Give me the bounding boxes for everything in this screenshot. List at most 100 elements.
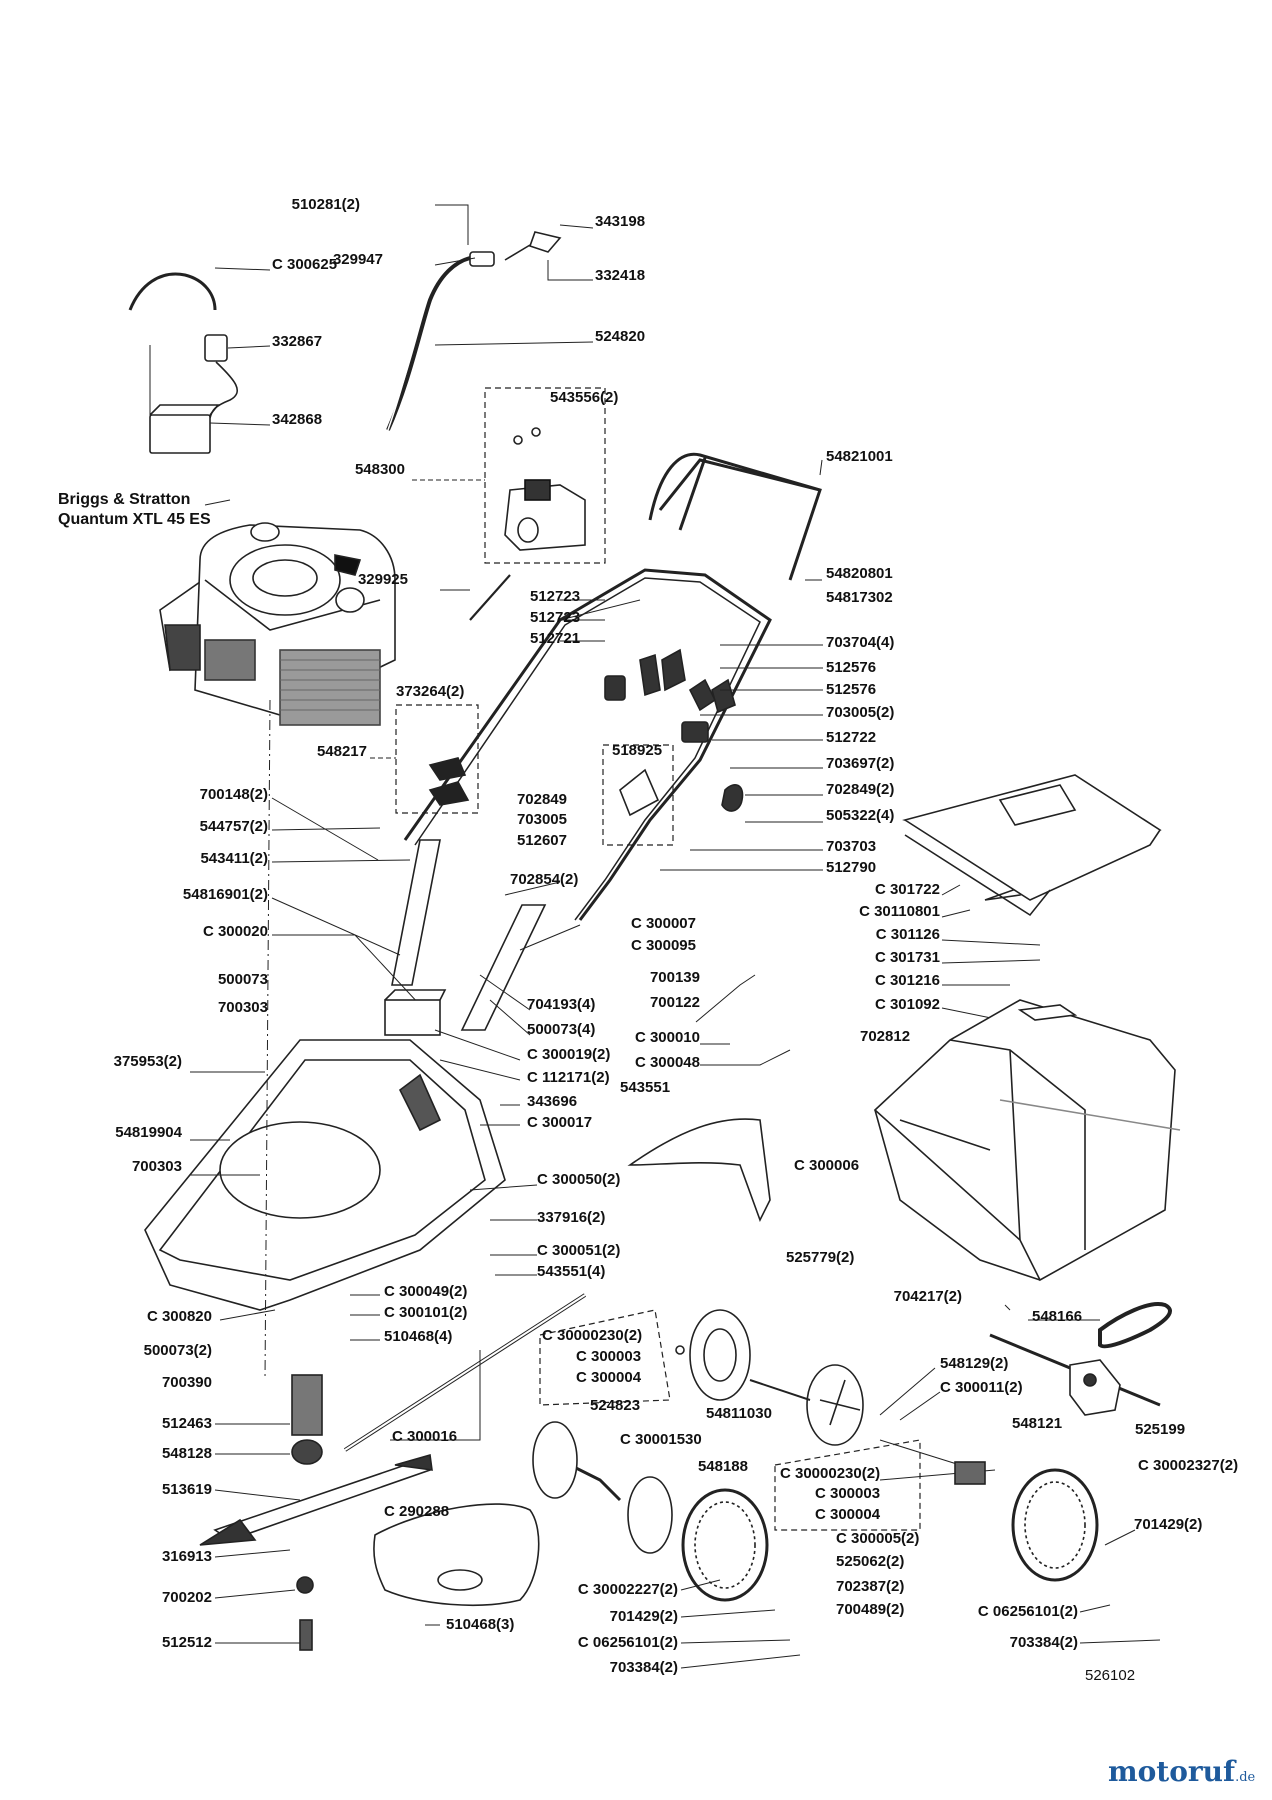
part-label-lc30002327: C 30002327(2): [1138, 1457, 1239, 1474]
catcher-lid: [902, 774, 1162, 917]
part-label-lc301126: C 301126: [875, 926, 940, 943]
part-label-l500073c: 500073(2): [143, 1342, 212, 1359]
part-label-l702849a: 702849: [516, 791, 567, 808]
part-label-l512722: 512722: [826, 729, 877, 746]
part-label-l54820801: 54820801: [826, 565, 893, 582]
part-label-l343696: 343696: [527, 1093, 578, 1110]
part-label-lc300010: C 300010: [634, 1029, 700, 1046]
part-label-l700303a: 700303: [217, 999, 268, 1016]
part-label-l703697: 703697(2): [826, 755, 895, 772]
part-label-l704217: 704217(2): [893, 1288, 962, 1305]
brand-suffix: .de: [1235, 1770, 1256, 1785]
part-label-l700122: 700122: [649, 994, 700, 1011]
cable-clip: [469, 251, 495, 267]
part-label-lc290288: C 290288: [384, 1503, 450, 1520]
part-label-lc300020: C 300020: [202, 923, 268, 940]
part-label-lc300019: C 300019(2): [527, 1046, 611, 1063]
part-label-l543551b: 543551(4): [537, 1263, 606, 1280]
part-label-lc300049: C 300049(2): [384, 1283, 468, 1300]
part-label-l548129: 548129(2): [940, 1355, 1009, 1372]
v-belt: [1098, 1302, 1172, 1349]
spring: [128, 272, 217, 311]
part-label-l543551a: 543551: [620, 1079, 671, 1096]
bracket-box: [602, 744, 674, 846]
part-label-l700202: 700202: [161, 1589, 212, 1606]
part-label-l342868: 342868: [272, 411, 323, 428]
part-label-l510281: 510281(2): [291, 196, 360, 213]
part-label-l548300: 548300: [354, 461, 405, 478]
part-label-lc300005: C 300005(2): [836, 1530, 920, 1547]
engine-title: Briggs & Stratton Quantum XTL 45 ES: [58, 490, 211, 530]
washer-group-box: [539, 1309, 671, 1406]
lower-handle-left: [391, 839, 441, 986]
control-bracket: [504, 427, 586, 551]
part-label-l525062: 525062(2): [836, 1553, 905, 1570]
part-label-l702849b: 702849(2): [826, 781, 895, 798]
part-label-lc300050: C 300050(2): [537, 1171, 621, 1188]
part-label-l703005a: 703005(2): [826, 704, 895, 721]
part-label-l548128: 548128: [161, 1445, 212, 1462]
part-label-l510468b: 510468(3): [446, 1616, 515, 1633]
clip-box: [395, 704, 479, 814]
part-label-l544757: 544757(2): [199, 818, 268, 835]
rear-wheel-left: [681, 1488, 769, 1602]
part-label-lc30000230b: C 30000230(2): [780, 1465, 881, 1482]
part-label-l703005b: 703005: [516, 811, 567, 828]
part-label-lc300017: C 300017: [527, 1114, 593, 1131]
part-label-l512576b: 512576: [826, 681, 877, 698]
part-label-l700139: 700139: [649, 969, 700, 986]
part-label-lc300820: C 300820: [146, 1308, 212, 1325]
part-label-l512790: 512790: [826, 859, 877, 876]
part-label-lc300016: C 300016: [392, 1428, 458, 1445]
lower-handle-right: [460, 904, 547, 1031]
part-label-l700303b: 700303: [131, 1158, 182, 1175]
part-label-l703704: 703704(4): [826, 634, 895, 651]
part-label-l525199: 525199: [1135, 1421, 1186, 1438]
part-label-l512512: 512512: [161, 1634, 212, 1651]
part-label-l54816901: 54816901(2): [182, 886, 268, 903]
part-label-lc300048: C 300048: [634, 1054, 700, 1071]
part-label-l512723b: 512723: [530, 609, 581, 626]
part-label-l329925: 329925: [357, 571, 408, 588]
part-label-l510468a: 510468(4): [384, 1328, 453, 1345]
catcher-bag: [873, 999, 1181, 1282]
part-label-lc301092: C 301092: [874, 996, 940, 1013]
blade-assembly: [199, 1374, 433, 1651]
part-label-l700489: 700489(2): [836, 1601, 905, 1618]
part-label-l703384b: 703384(2): [1009, 1634, 1078, 1651]
part-label-l548188: 548188: [697, 1458, 748, 1475]
part-label-l548166: 548166: [1032, 1308, 1083, 1325]
part-label-lc06256101b: C 06256101(2): [577, 1634, 678, 1651]
gear: [954, 1461, 986, 1485]
switch-plug: [204, 334, 228, 362]
part-label-lc300007: C 300007: [630, 915, 696, 932]
part-label-l505322: 505322(4): [826, 807, 895, 824]
part-label-l703703: 703703: [826, 838, 877, 855]
part-label-l700390: 700390: [161, 1374, 212, 1391]
part-label-l702812: 702812: [860, 1028, 911, 1045]
part-label-lc06256101a: C 06256101(2): [977, 1603, 1078, 1620]
part-label-l512463: 512463: [161, 1415, 212, 1432]
part-label-l332418: 332418: [595, 267, 646, 284]
mower-deck: [144, 989, 506, 1311]
part-label-l513619: 513619: [161, 1481, 212, 1498]
part-label-l343198: 343198: [595, 213, 646, 230]
engine-block: [159, 522, 396, 726]
part-label-lc300003b: C 300003: [815, 1485, 881, 1502]
catcher-handle: [648, 452, 822, 581]
part-label-l54819904: 54819904: [115, 1124, 182, 1141]
deflector: [627, 1118, 771, 1223]
part-label-lc300101: C 300101(2): [384, 1304, 468, 1321]
part-label-l54817302: 54817302: [826, 589, 893, 606]
part-label-l548217: 548217: [316, 743, 367, 760]
part-label-l512721: 512721: [530, 630, 581, 647]
part-label-lc300011: C 300011(2): [940, 1379, 1023, 1396]
brand-logo: motoruf.de: [1108, 1755, 1255, 1788]
part-label-lc30000230a: C 30000230(2): [542, 1327, 643, 1344]
deflector-plate: [373, 1503, 540, 1606]
rear-wheel-right: [1011, 1468, 1099, 1582]
part-label-l524823: 524823: [590, 1397, 641, 1414]
part-label-l512607: 512607: [516, 832, 567, 849]
part-label-l54811030: 54811030: [706, 1405, 772, 1422]
